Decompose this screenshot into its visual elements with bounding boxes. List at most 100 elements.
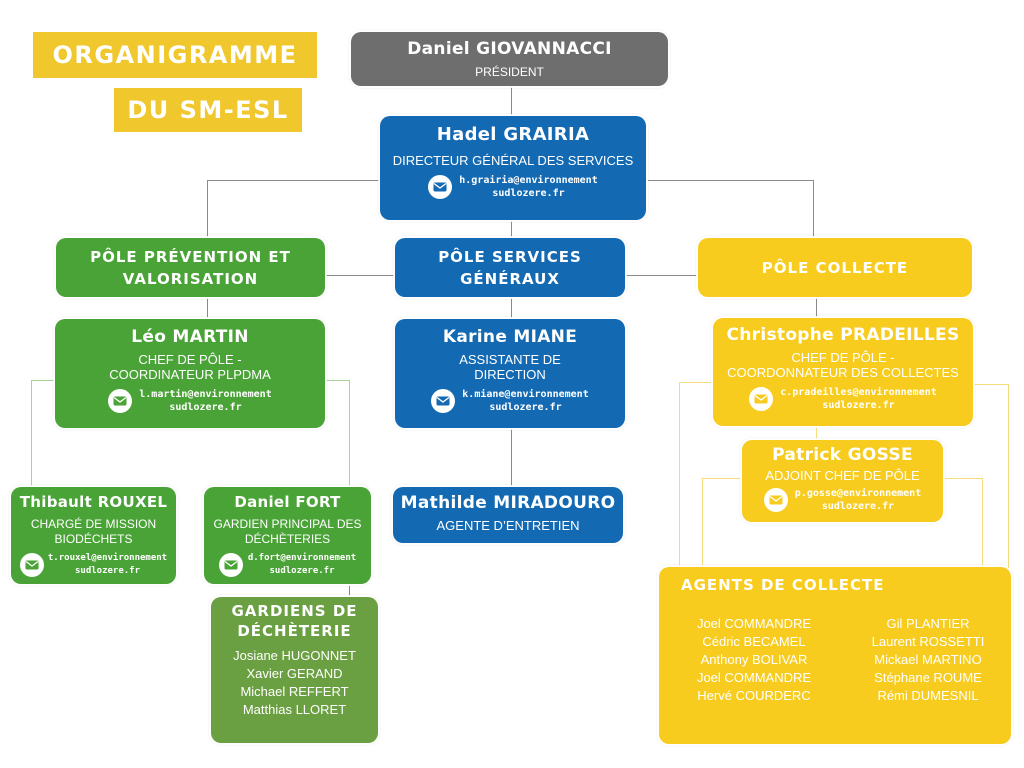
patrick-gosse-card: Patrick GOSSE ADJOINT CHEF DE PÔLE p.gos… — [742, 440, 943, 522]
member-list: Josiane HUGONNET Xavier GERAND Michael R… — [233, 647, 356, 719]
connector — [325, 380, 349, 381]
member: Laurent ROSSETTI — [871, 634, 985, 649]
role-line: ASSISTANTE DE — [459, 352, 561, 367]
connector — [625, 275, 698, 276]
connector — [816, 428, 817, 440]
pole-collecte: PÔLE COLLECTE — [698, 238, 972, 297]
mail-icon — [108, 389, 133, 413]
member: Josiane HUGONNET — [233, 648, 356, 663]
member: Gil PLANTIER — [886, 616, 970, 631]
member: Rémi DUMESNIL — [877, 688, 979, 703]
email-text: t.rouxel@environnement sudlozere.fr — [48, 552, 167, 578]
email-line: sudlozere.fr — [269, 566, 335, 576]
pole-services: PÔLE SERVICES GÉNÉRAUX — [395, 238, 625, 297]
connector — [207, 180, 208, 238]
person-name: Daniel FORT — [234, 493, 341, 511]
person-role: AGENTE D’ENTRETIEN — [436, 518, 580, 533]
group-title: GARDIENS DE DÉCHÈTERIE — [231, 601, 357, 641]
email[interactable]: l.martin@environnement sudlozere.fr — [108, 388, 272, 414]
person-name: Karine MIANE — [442, 327, 578, 347]
email-line: d.fort@environnement — [247, 553, 357, 563]
mail-icon — [749, 387, 774, 411]
pole-prevention: PÔLE PRÉVENTION ET VALORISATION — [56, 238, 325, 297]
person-name: Mathilde MIRADOURO — [400, 493, 616, 513]
person-name: Thibault ROUXEL — [19, 493, 168, 511]
connector — [646, 180, 814, 181]
connector — [511, 86, 512, 116]
connector — [31, 380, 32, 488]
agents-col-1: Joel COMMANDRE Cédric BECAMEL Anthony BO… — [659, 615, 835, 705]
christophe-pradeilles-card: Christophe PRADEILLES CHEF DE PÔLE -COOR… — [713, 318, 973, 426]
email[interactable]: t.rouxel@environnement sudlozere.fr — [19, 552, 167, 578]
person-role: CHEF DE PÔLE -COORDINATEUR PLPDMA — [109, 352, 271, 382]
member: Anthony BOLIVAR — [700, 652, 808, 667]
connector — [325, 275, 395, 276]
email-line: sudlozere.fr — [821, 501, 895, 512]
person-name: Christophe PRADEILLES — [726, 325, 960, 345]
pole-title: GÉNÉRAUX — [460, 269, 560, 288]
role-line: DIRECTION — [474, 367, 546, 382]
group-title: AGENTS DE COLLECTE — [681, 576, 885, 594]
connector — [31, 380, 55, 381]
group-title-line: DÉCHÈTERIE — [237, 622, 352, 640]
connector — [1008, 384, 1009, 570]
email-text: k.miane@environnement sudlozere.fr — [462, 388, 588, 414]
pole-title: PÔLE PRÉVENTION ET — [90, 247, 291, 266]
president-card: Daniel GIOVANNACCI PRÉSIDENT — [351, 32, 668, 86]
email[interactable]: d.fort@environnement sudlozere.fr — [218, 552, 357, 578]
connector — [679, 382, 680, 570]
email[interactable]: k.miane@environnement sudlozere.fr — [431, 388, 589, 414]
agents-col-2: Gil PLANTIER Laurent ROSSETTI Mickael MA… — [835, 615, 1011, 705]
email-line: t.rouxel@environnement — [47, 553, 168, 563]
email-line: sudlozere.fr — [74, 566, 141, 576]
gardiens-card: GARDIENS DE DÉCHÈTERIE Josiane HUGONNET X… — [211, 597, 378, 743]
connector — [349, 585, 350, 597]
role-line: GARDIEN PRINCIPAL DES — [213, 517, 362, 531]
email-text: l.martin@environnement sudlozere.fr — [139, 388, 271, 414]
person-name: Léo MARTIN — [131, 327, 249, 347]
email-line: sudlozere.fr — [492, 188, 565, 199]
group-title-line: GARDIENS DE — [231, 602, 358, 620]
member: Mickael MARTINO — [874, 652, 982, 667]
person-name: Patrick GOSSE — [772, 445, 913, 465]
pole-title: PÔLE COLLECTE — [761, 258, 909, 277]
agents-columns: Joel COMMANDRE Cédric BECAMEL Anthony BO… — [659, 615, 1011, 705]
connector — [943, 478, 983, 479]
title-text: ORGANIGRAMME — [52, 41, 298, 69]
email-line: sudlozere.fr — [169, 402, 242, 413]
mail-icon — [763, 488, 788, 512]
role-line: BIODÉCHETS — [54, 532, 133, 546]
connector — [679, 382, 713, 383]
member: Xavier GERAND — [246, 666, 343, 681]
member: Michael REFFERT — [240, 684, 349, 699]
email-line: c.pradeilles@environnement — [780, 387, 937, 398]
connector — [702, 478, 703, 570]
role-line: CHARGÉ DE MISSION — [30, 517, 157, 531]
person-role: DIRECTEUR GÉNÉRAL DES SERVICES — [392, 153, 634, 168]
mail-icon — [431, 389, 456, 413]
email-line: sudlozere.fr — [489, 402, 562, 413]
email-line: k.miane@environnement — [462, 389, 589, 400]
email-line: l.martin@environnement — [139, 389, 272, 400]
mail-icon — [428, 175, 453, 199]
connector — [511, 220, 512, 238]
member: Joel COMMANDRE — [696, 616, 812, 631]
person-name: Daniel GIOVANNACCI — [407, 39, 612, 59]
member: Matthias LLORET — [242, 702, 347, 717]
connector — [982, 478, 983, 570]
role-line: CHEF DE PÔLE - — [138, 352, 242, 367]
connector — [349, 380, 350, 488]
title-line-2: DU SM-ESL — [114, 88, 302, 132]
